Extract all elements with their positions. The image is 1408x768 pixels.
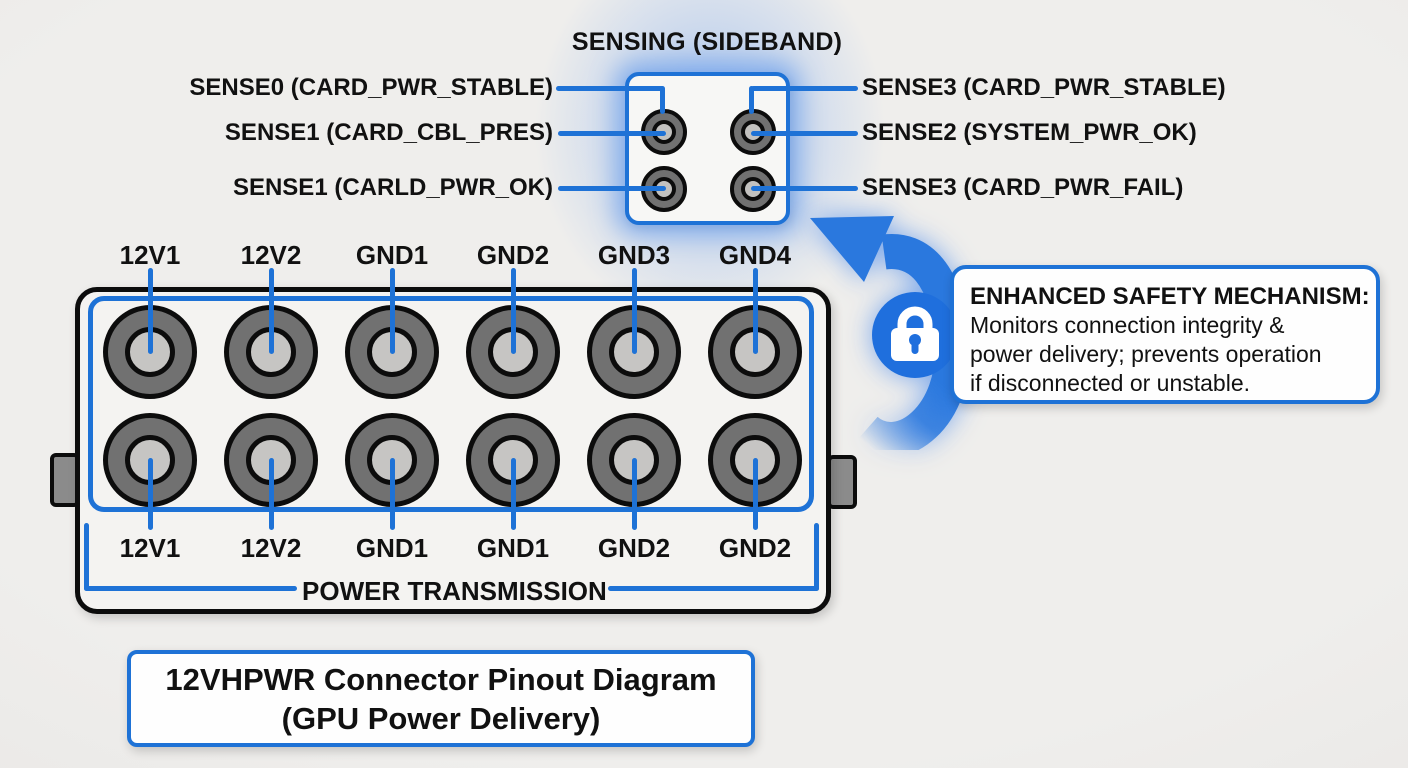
leader-line (556, 86, 664, 91)
pin-label-top: GND3 (597, 240, 671, 270)
bracket-line (814, 523, 819, 591)
pin-leader-line (269, 458, 274, 530)
leader-line (558, 131, 666, 136)
pin-leader-line (390, 268, 395, 354)
pin-leader-line (511, 458, 516, 530)
connector-pin-field (88, 296, 814, 512)
sense-label-left: SENSE0 (CARD_PWR_STABLE) (189, 74, 553, 101)
leader-line (751, 131, 858, 136)
pin-label-top: GND2 (476, 240, 550, 270)
pin-label-bottom: GND2 (597, 533, 671, 563)
sense-label-right: SENSE3 (CARD_PWR_STABLE) (862, 74, 1226, 101)
sensing-title: SENSING (SIDEBAND) (571, 28, 843, 56)
pin-leader-line (632, 458, 637, 530)
caption-line1: 12VHPWR Connector Pinout Diagram (165, 661, 717, 697)
sense-label-left: SENSE1 (CARLD_PWR_OK) (232, 174, 553, 201)
callout-line: Monitors connection integrity & (970, 312, 1285, 338)
power-transmission-label: POWER TRANSMISSION (302, 576, 607, 606)
pin-label-bottom: GND1 (355, 533, 429, 563)
pin-label-bottom: GND2 (718, 533, 792, 563)
pin-label-top: GND1 (355, 240, 429, 270)
callout-line: if disconnected or unstable. (970, 370, 1251, 396)
pin-leader-line (148, 458, 153, 530)
pin-label-bottom: 12V2 (240, 533, 302, 563)
leader-line (558, 186, 666, 191)
bracket-line (84, 586, 297, 591)
sense-label-left: SENSE1 (CARD_CBL_PRES) (224, 119, 553, 146)
callout-line: power delivery; prevents operation (970, 341, 1322, 367)
diagram-caption-box: 12VHPWR Connector Pinout Diagram (GPU Po… (127, 650, 755, 747)
connector-side-latch (827, 455, 857, 509)
leader-line (749, 86, 754, 114)
sense-label-right: SENSE3 (CARD_PWR_FAIL) (862, 174, 1184, 201)
bracket-line (84, 523, 89, 591)
pin-leader-line (753, 268, 758, 354)
pin-leader-line (632, 268, 637, 354)
pin-leader-line (511, 268, 516, 354)
pin-leader-line (148, 268, 153, 354)
connector-body (75, 287, 831, 614)
caption-line2: (GPU Power Delivery) (281, 700, 601, 736)
bracket-line (608, 586, 819, 591)
lock-icon (872, 292, 958, 378)
pin-label-top: 12V1 (119, 240, 181, 270)
pin-leader-line (269, 268, 274, 354)
sense-label-right: SENSE2 (SYSTEM_PWR_OK) (862, 119, 1197, 146)
leader-line (660, 86, 665, 114)
pin-label-bottom: 12V1 (119, 533, 181, 563)
pin-label-top: 12V2 (240, 240, 302, 270)
pin-leader-line (753, 458, 758, 530)
callout-title: ENHANCED SAFETY MECHANISM: (970, 283, 1370, 310)
pin-label-bottom: GND1 (476, 533, 550, 563)
leader-line (751, 86, 858, 91)
pin-leader-line (390, 458, 395, 530)
safety-callout: ENHANCED SAFETY MECHANISM: Monitors conn… (950, 265, 1380, 404)
